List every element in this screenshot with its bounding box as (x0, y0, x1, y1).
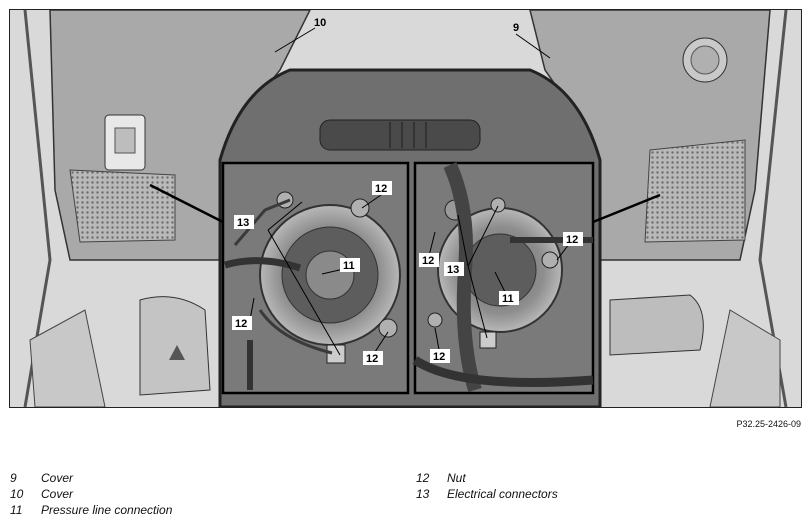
legend-label: Pressure line connection (41, 503, 173, 517)
legend-item: 10 Cover (10, 486, 172, 502)
legend-label: Cover (41, 487, 74, 501)
detail-inset-right (412, 161, 595, 395)
legend-label: Nut (447, 471, 466, 485)
legend-item: 12 Nut (416, 470, 558, 486)
legend-number: 11 (10, 503, 23, 517)
callout-11-left: 11 (343, 260, 355, 272)
callout-13-right: 13 (447, 264, 459, 276)
callout-12-left-bottom: 12 (235, 318, 247, 330)
legend-item: 9 Cover (10, 470, 172, 486)
callout-12-left-top: 12 (375, 183, 387, 195)
legend-number: 12 (416, 471, 430, 485)
engine-bay-illustration: 10 9 13 12 11 12 12 12 13 12 11 12 (9, 9, 802, 408)
callout-9: 9 (513, 22, 519, 34)
callout-12-right-bottom: 12 (433, 351, 445, 363)
legend-number: 13 (416, 487, 430, 501)
legend-item: 13 Electrical connectors (416, 486, 558, 502)
callout-12-right-top: 12 (566, 234, 578, 246)
callout-12-left-lower-right: 12 (366, 353, 378, 365)
legend-number: 9 (10, 471, 17, 485)
figure-reference-code: P32.25-2426-09 (736, 419, 801, 429)
legend-label: Cover (41, 471, 74, 485)
callout-10: 10 (314, 17, 326, 29)
legend-right-column: 12 Nut 13 Electrical connectors (416, 470, 558, 502)
callout-11-right: 11 (502, 293, 514, 305)
legend-label: Electrical connectors (447, 487, 558, 501)
callout-12-right-left: 12 (422, 255, 434, 267)
cover-right-panel (529, 10, 771, 261)
cover-left-panel (49, 10, 311, 261)
legend-number: 10 (10, 487, 24, 501)
callout-13-left: 13 (237, 217, 249, 229)
legend-item: 11 Pressure line connection (10, 502, 172, 518)
